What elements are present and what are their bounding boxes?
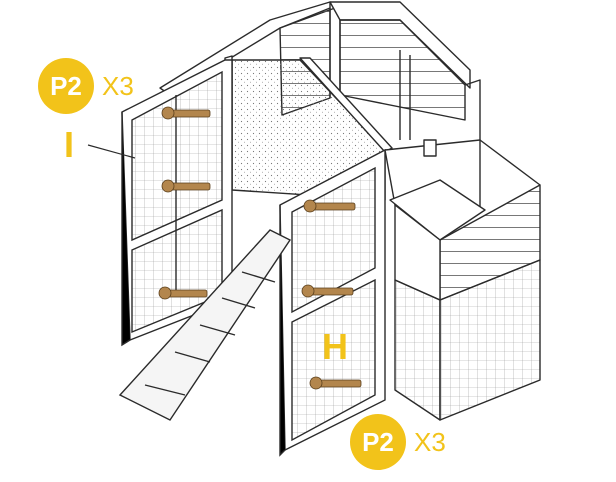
door-panel-h (279, 148, 386, 457)
screws (158, 106, 362, 390)
part-badge: P2 (350, 414, 406, 470)
part-quantity: X3 (414, 426, 446, 457)
panel-label-i: I (64, 124, 75, 165)
screw-icon (303, 199, 356, 213)
part-badge: P2 (38, 58, 94, 114)
screw-icon (161, 106, 211, 120)
screw-icon (309, 376, 362, 390)
screw-icon (301, 284, 354, 298)
screw-icon (161, 179, 211, 193)
leader-line-i (87, 144, 136, 159)
door-panel-i (121, 59, 233, 347)
nesting-box (384, 139, 541, 421)
callout-p2-bottom: P2 X3 (350, 414, 446, 470)
panel-label-h: H (322, 326, 348, 367)
screw-icon (158, 286, 208, 300)
part-quantity: X3 (102, 70, 134, 101)
ramp (118, 229, 292, 421)
callout-p2-top: P2 X3 (38, 58, 134, 114)
